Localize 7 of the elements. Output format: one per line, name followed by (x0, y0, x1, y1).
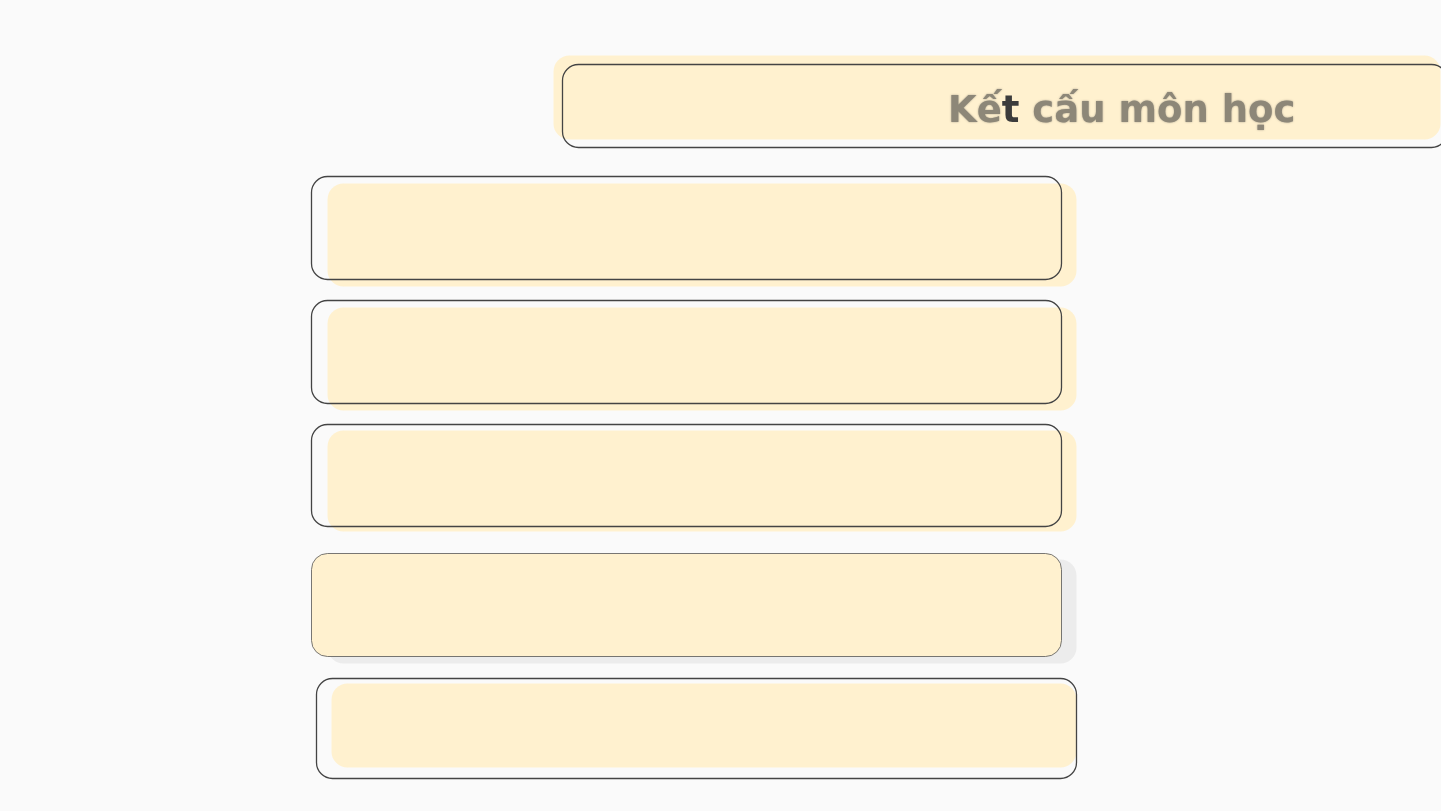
title-text: Kết cấu môn học (948, 88, 1296, 131)
rounded-box (311, 424, 1077, 532)
rounded-box (311, 553, 1077, 664)
rounded-box (553, 55, 1441, 148)
rounded-box (316, 678, 1077, 779)
rounded-box (311, 176, 1077, 287)
rounded-box (311, 300, 1077, 411)
